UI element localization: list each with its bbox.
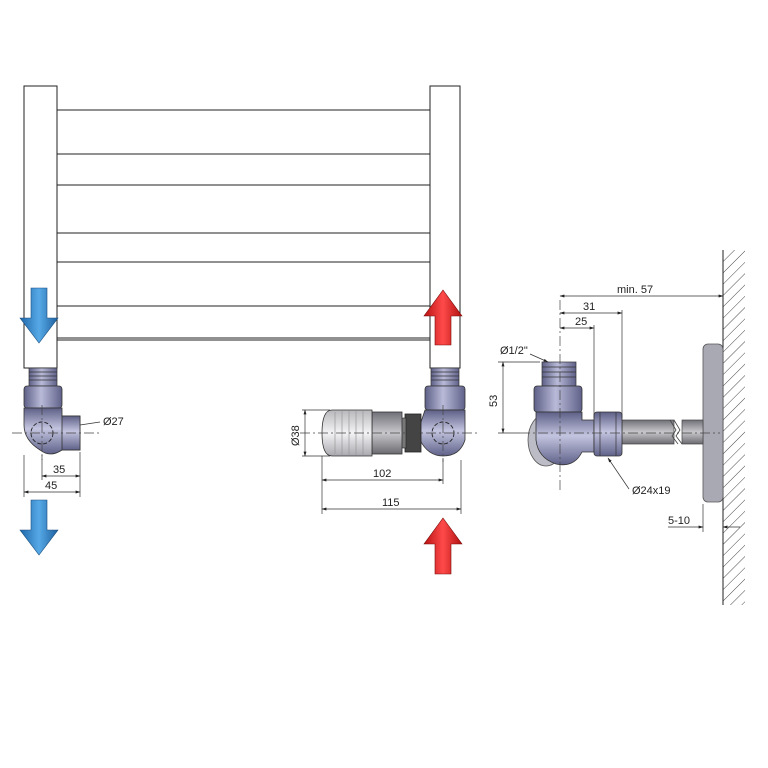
arrow-up-icon xyxy=(423,289,463,346)
left-dim-35: 35 xyxy=(53,464,65,476)
left-diameter-label: Ø27 xyxy=(103,416,124,428)
right-dim-min57: min. 57 xyxy=(617,284,653,296)
right-angle-valve xyxy=(527,361,623,467)
wall xyxy=(722,250,745,605)
thermostatic-valve xyxy=(321,367,466,457)
right-rosette-gap: 5-10 xyxy=(668,515,690,527)
wall-pipe xyxy=(621,419,704,445)
left-angle-valve xyxy=(23,367,81,455)
mid-dim-102: 102 xyxy=(373,468,391,480)
mid-diameter-label: Ø38 xyxy=(290,425,302,446)
arrow-down-icon xyxy=(19,287,59,344)
radiator-rungs xyxy=(56,109,431,341)
right-pipe-diameter-label: Ø24x19 xyxy=(632,485,671,497)
wall-rosette xyxy=(702,343,724,503)
radiator xyxy=(23,85,461,369)
left-dim-45: 45 xyxy=(45,480,57,492)
right-thread-label: Ø1/2" xyxy=(500,345,528,357)
arrow-down-icon xyxy=(19,499,59,556)
arrow-up-icon xyxy=(423,517,463,575)
mid-dim-115: 115 xyxy=(382,497,400,509)
right-dim-53: 53 xyxy=(488,395,500,407)
right-dim-31: 31 xyxy=(583,301,595,313)
right-dim-25: 25 xyxy=(575,316,587,328)
left-leader xyxy=(79,421,101,426)
